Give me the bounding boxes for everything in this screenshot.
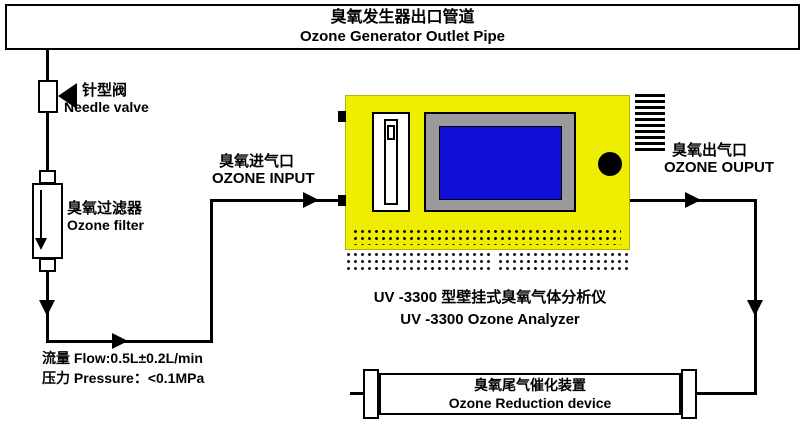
ozone-filter-cap-top [39,170,56,184]
analyzer-caption-zh: UV -3300 型壁挂式臭氧气体分析仪 [373,289,607,306]
pressure-spec-label: 压力 Pressure：<0.1MPa [42,370,205,386]
flow-arrow-down-outlet-icon [747,300,763,316]
reduction-cap-right [681,369,697,419]
reduction-label-en: Ozone Reduction device [448,395,612,411]
reduction-label: 臭氧尾气催化装置 Ozone Reduction device [379,373,681,415]
reduction-label-zh: 臭氧尾气催化装置 [474,376,586,393]
ozone-output-label-zh: 臭氧出气口 [672,142,748,159]
needle-valve-body [38,80,58,113]
analyzer-caption-en: UV -3300 Ozone Analyzer [400,310,580,328]
reduction-cap-left [363,369,379,419]
analyzer-mount-tab-bottom [338,195,346,206]
vent-holes-bottom-left [346,252,493,274]
ozone-filter-label-en: Ozone filter [67,217,145,233]
vent-holes-top [353,229,621,245]
heatsink-icon [635,94,665,152]
flowmeter-tube [384,119,398,205]
reduction-inlet-stub [697,392,757,395]
flow-arrow-inlet-icon [303,192,319,208]
ozone-filter-body [32,183,63,259]
ozone-input-label-zh: 臭氧进气口 [219,153,295,170]
needle-valve-label-zh: 针型阀 [82,82,128,99]
outlet-down-line [754,199,757,395]
power-button [598,152,622,176]
bottom-horizontal-line [46,340,213,343]
display-screen [439,126,562,200]
riser-line [210,199,213,343]
vent-holes-bottom-right [498,252,631,274]
ozone-generator-pipe: 臭氧发生器出口管道 Ozone Generator Outlet Pipe [5,4,800,50]
ozone-output-label-en: OZONE OUPUT [664,159,775,176]
generator-pipe-label-zh: 臭氧发生器出口管道 [330,8,475,26]
flowmeter-float [387,125,395,140]
valve-to-filter-line [46,111,49,172]
analyzer-caption: UV -3300 型壁挂式臭氧气体分析仪 UV -3300 Ozone Anal… [320,287,660,331]
needle-valve-label-en: Needle valve [64,99,149,115]
flow-arrow-outlet-icon [685,192,701,208]
flow-arrow-down-icon [39,300,55,316]
filter-flow-arrow-icon [35,238,47,250]
flow-spec-label: 流量 Flow:0.5L±0.2L/min [42,350,203,366]
reduction-body [379,373,681,415]
ozone-input-label-en: OZONE INPUT [212,170,315,187]
pipe-to-valve-line [46,49,49,82]
filter-flow-line [40,190,42,240]
reduction-outlet-stub [350,392,364,395]
analyzer-inlet-line [212,199,345,202]
ozone-filter-cap-bottom [39,258,56,272]
needle-valve-cone-icon [58,83,77,109]
generator-pipe-label-en: Ozone Generator Outlet Pipe [299,27,506,45]
flow-arrow-right-icon [112,333,128,349]
analyzer-mount-tab-top [338,111,346,122]
ozone-filter-label-zh: 臭氧过滤器 [67,200,143,217]
